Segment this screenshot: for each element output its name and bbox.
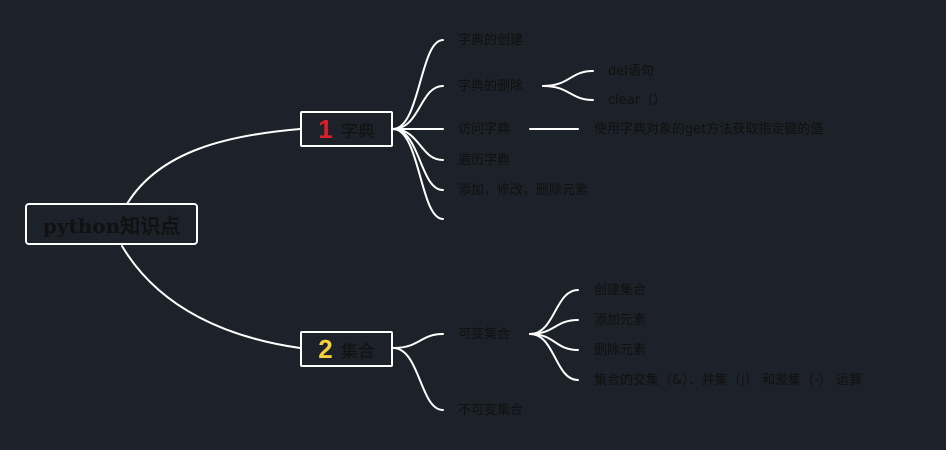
subtopic-remove-element[interactable]: 删除元素 (594, 343, 647, 358)
subtopic-del-statement[interactable]: del语句 (608, 64, 654, 79)
topic-frozen-set[interactable]: 不可变集合 (458, 403, 524, 418)
topic-dict-delete[interactable]: 字典的删除 (458, 79, 524, 94)
subtopic-set-operations[interactable]: 集合的交集（&）、并集（|） 和差集（-） 运算 (594, 373, 862, 388)
branch-label: 集合 (340, 341, 375, 362)
topic-dict-access[interactable]: 访问字典 (458, 122, 511, 137)
branch-node-set[interactable]: 2 集合 (300, 331, 393, 367)
subtopic-add-element[interactable]: 添加元素 (594, 313, 647, 328)
topic-dict-iterate[interactable]: 遍历字典 (458, 153, 511, 168)
branch-node-dict[interactable]: 1 字典 (300, 111, 393, 147)
topic-dict-modify[interactable]: 添加，修改，删除元素 (458, 183, 589, 198)
topic-dict-create[interactable]: 字典的创建 (458, 33, 524, 48)
branch-label: 字典 (340, 121, 375, 142)
root-label: python知识点 (42, 213, 181, 238)
subtopic-create-set[interactable]: 创建集合 (594, 283, 647, 298)
number-badge: 1 (318, 113, 333, 144)
subtopic-get-method[interactable]: 使用字典对象的get方法获取指定键的值 (594, 122, 824, 137)
root-node[interactable]: python知识点 (25, 203, 198, 245)
number-badge: 2 (318, 333, 333, 364)
subtopic-clear[interactable]: clear（） (608, 93, 667, 108)
topic-mutable-set[interactable]: 可变集合 (458, 327, 511, 342)
